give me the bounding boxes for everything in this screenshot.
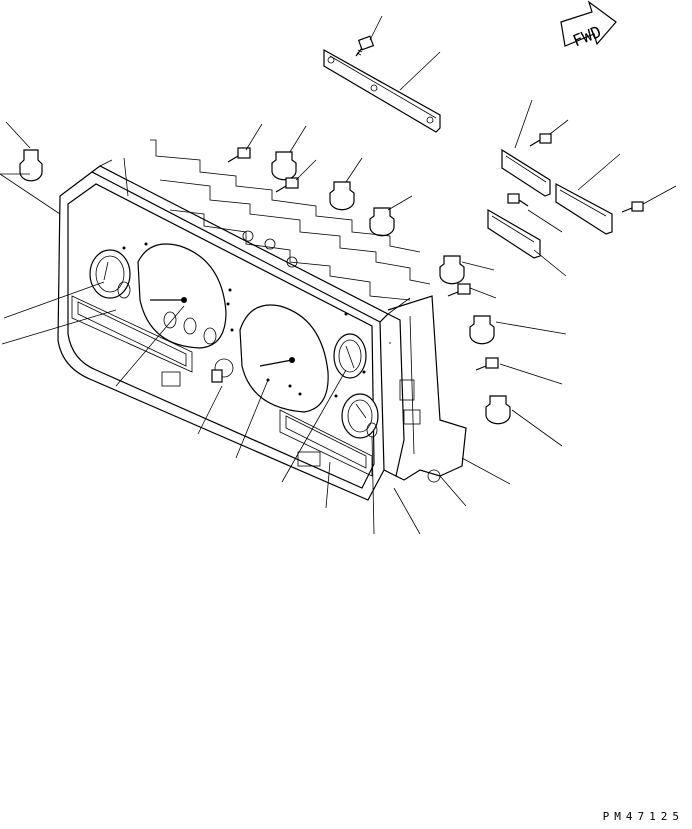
leader-line <box>642 185 677 205</box>
leader-line <box>399 51 441 91</box>
drawing-number: PM47125 <box>602 810 684 823</box>
bolt-icon <box>507 193 529 207</box>
leader-line <box>577 153 621 191</box>
bulb-icon <box>485 395 511 425</box>
leader-line <box>439 475 467 507</box>
speedometer-gauge <box>211 304 329 413</box>
leader-line <box>461 261 495 271</box>
bulb-icon <box>271 151 297 181</box>
leader-line <box>387 195 413 211</box>
leader-line <box>461 457 511 485</box>
leader-line <box>0 173 61 215</box>
leader-line <box>197 385 223 435</box>
right-bracket-lower <box>487 208 541 259</box>
leader-line <box>345 157 363 183</box>
leader-line <box>393 487 421 535</box>
leader-line <box>325 461 331 509</box>
leader-line <box>369 15 383 41</box>
leader-line <box>1 309 117 345</box>
connector-plug <box>297 451 321 467</box>
leader-line <box>514 99 533 149</box>
connector-plug <box>161 371 181 387</box>
screw-icon <box>227 147 251 163</box>
leader-line <box>371 435 375 535</box>
bolt-icon <box>355 35 375 57</box>
rear-circuit-board <box>150 139 431 301</box>
leader-line <box>281 369 347 483</box>
oil-pressure-gauge <box>341 393 379 439</box>
leader-line <box>511 409 563 447</box>
temperature-gauge <box>333 333 367 379</box>
warning-lamp-window-right <box>279 409 373 477</box>
leader-line <box>549 119 569 135</box>
fuel-gauge <box>89 249 131 299</box>
right-bracket-upper <box>501 148 551 197</box>
bulb-icon <box>329 181 355 211</box>
leader-line <box>295 159 317 181</box>
leader-line <box>115 305 185 387</box>
tachometer-gauge <box>137 243 227 349</box>
leader-line <box>533 249 567 277</box>
bolt-icon <box>529 133 552 147</box>
bolt-icon <box>621 201 644 213</box>
bulb-icon <box>469 315 495 345</box>
leader-line <box>289 125 307 153</box>
leader-line <box>245 123 263 151</box>
leader-line <box>527 209 563 233</box>
forward-direction-arrow-icon: FWD <box>560 0 617 50</box>
screw-icon <box>447 283 471 297</box>
leader-line <box>235 379 269 459</box>
indicator-lamps <box>122 242 366 398</box>
warning-lamp-window-left <box>71 295 193 373</box>
bulb-icon <box>439 255 465 285</box>
bulb-icon <box>369 207 395 237</box>
screw-icon <box>475 357 499 371</box>
bulb-icon <box>19 149 43 182</box>
leader-line <box>123 157 129 197</box>
leader-line <box>3 281 105 319</box>
leader-line <box>495 321 567 335</box>
leader-line <box>499 363 563 385</box>
screw-icon <box>275 177 299 193</box>
right-bracket-middle <box>555 182 613 235</box>
leader-line <box>469 287 497 299</box>
top-bracket <box>323 48 441 133</box>
leader-line <box>5 121 31 149</box>
